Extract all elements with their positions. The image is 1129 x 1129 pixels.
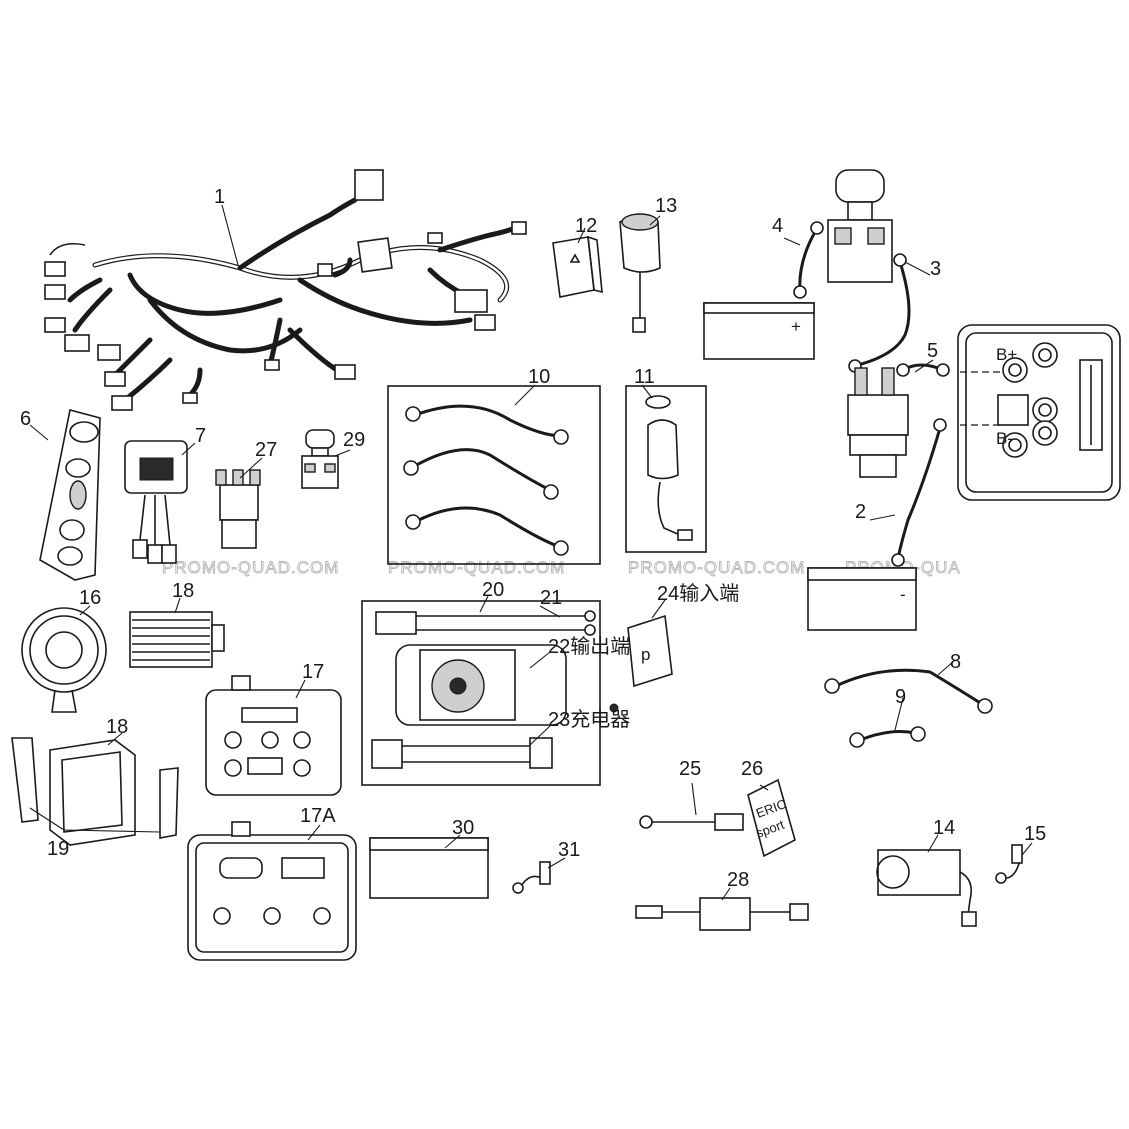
display-module-7	[124, 440, 188, 564]
callout-labels: 1 2 3 4 5 6 7 8 9 10 11 12 13 14 15 16 1…	[20, 186, 1046, 891]
callout-24: 23充电器	[548, 708, 630, 731]
callout-21: 20	[482, 579, 504, 601]
fuse-holder-11	[625, 385, 707, 553]
callout-8: 8	[950, 651, 961, 673]
controller-17a	[187, 821, 357, 961]
p-label: p	[641, 645, 650, 664]
callout-20: 19	[47, 838, 69, 860]
relay-28	[215, 469, 261, 549]
leader-lines	[29, 204, 1033, 901]
combination-switch-29	[635, 897, 809, 931]
relay-14	[876, 849, 977, 927]
callout-19: 18	[106, 716, 128, 738]
callout-6: 6	[20, 408, 31, 430]
callout-25: 24输入端	[657, 582, 739, 605]
callout-13: 13	[655, 195, 677, 217]
callout-22: 21	[540, 587, 562, 609]
warning-sticker-12	[552, 235, 603, 298]
controller-17	[205, 675, 342, 796]
battery-31	[369, 837, 489, 899]
bracket-19-20	[11, 737, 179, 846]
callout-28: 27	[255, 439, 277, 461]
watermark-2: PROMO-QUAD.COM	[388, 558, 565, 577]
module-18	[129, 611, 225, 668]
contactor-assembly	[847, 363, 950, 559]
callout-17a: 17A	[300, 805, 336, 827]
battery-positive: +	[703, 221, 824, 360]
callout-15: 15	[1024, 823, 1046, 845]
watermark-1: PROMO-QUAD.COM	[162, 558, 339, 577]
cables-group-10	[387, 385, 601, 565]
callout-5: 5	[927, 340, 938, 362]
callout-1: 1	[214, 186, 225, 208]
callout-26: 25	[679, 758, 701, 780]
cables-8-9	[824, 668, 993, 748]
callout-30: 29	[343, 429, 365, 451]
callout-31: 30	[452, 817, 474, 839]
sensor-32	[512, 861, 551, 894]
switch-panel-6	[39, 409, 101, 581]
callout-16: 16	[79, 587, 101, 609]
battery-plus-label: +	[791, 317, 801, 336]
emergency-switch-30	[301, 429, 339, 489]
main-switch	[827, 169, 911, 373]
callout-9: 9	[895, 686, 906, 708]
watermark-3: PROMO-QUAD.COM	[628, 558, 805, 577]
callout-14: 14	[933, 817, 955, 839]
callout-3: 3	[930, 258, 941, 280]
sticker-27: ERIC sport	[747, 778, 796, 858]
b-plus-label: B+	[996, 345, 1017, 364]
callout-2: 2	[855, 501, 866, 523]
callout-11: 11	[634, 366, 655, 388]
power-socket-13	[619, 213, 661, 333]
battery-minus-label: -	[900, 585, 906, 604]
callout-10: 10	[528, 366, 550, 388]
callout-17: 17	[302, 661, 324, 683]
horn-16	[21, 607, 107, 713]
battery-negative: -	[807, 553, 917, 631]
main-wiring-harness	[44, 169, 527, 411]
callout-29: 28	[727, 869, 749, 891]
callout-32: 31	[558, 839, 580, 861]
callout-27: 26	[741, 758, 763, 780]
callout-7: 7	[195, 425, 206, 447]
motor-controller: B+ B-	[957, 324, 1121, 501]
connector-top	[354, 169, 384, 201]
callout-23: 22输出端	[548, 635, 630, 658]
sensor-15	[995, 844, 1023, 884]
charger-21	[361, 600, 601, 786]
callout-18: 18	[172, 580, 194, 602]
cable-26	[639, 813, 744, 831]
callout-12: 12	[575, 215, 597, 237]
label-25: p	[609, 614, 673, 713]
b-minus-label: B-	[996, 429, 1013, 448]
callout-4: 4	[772, 215, 783, 237]
